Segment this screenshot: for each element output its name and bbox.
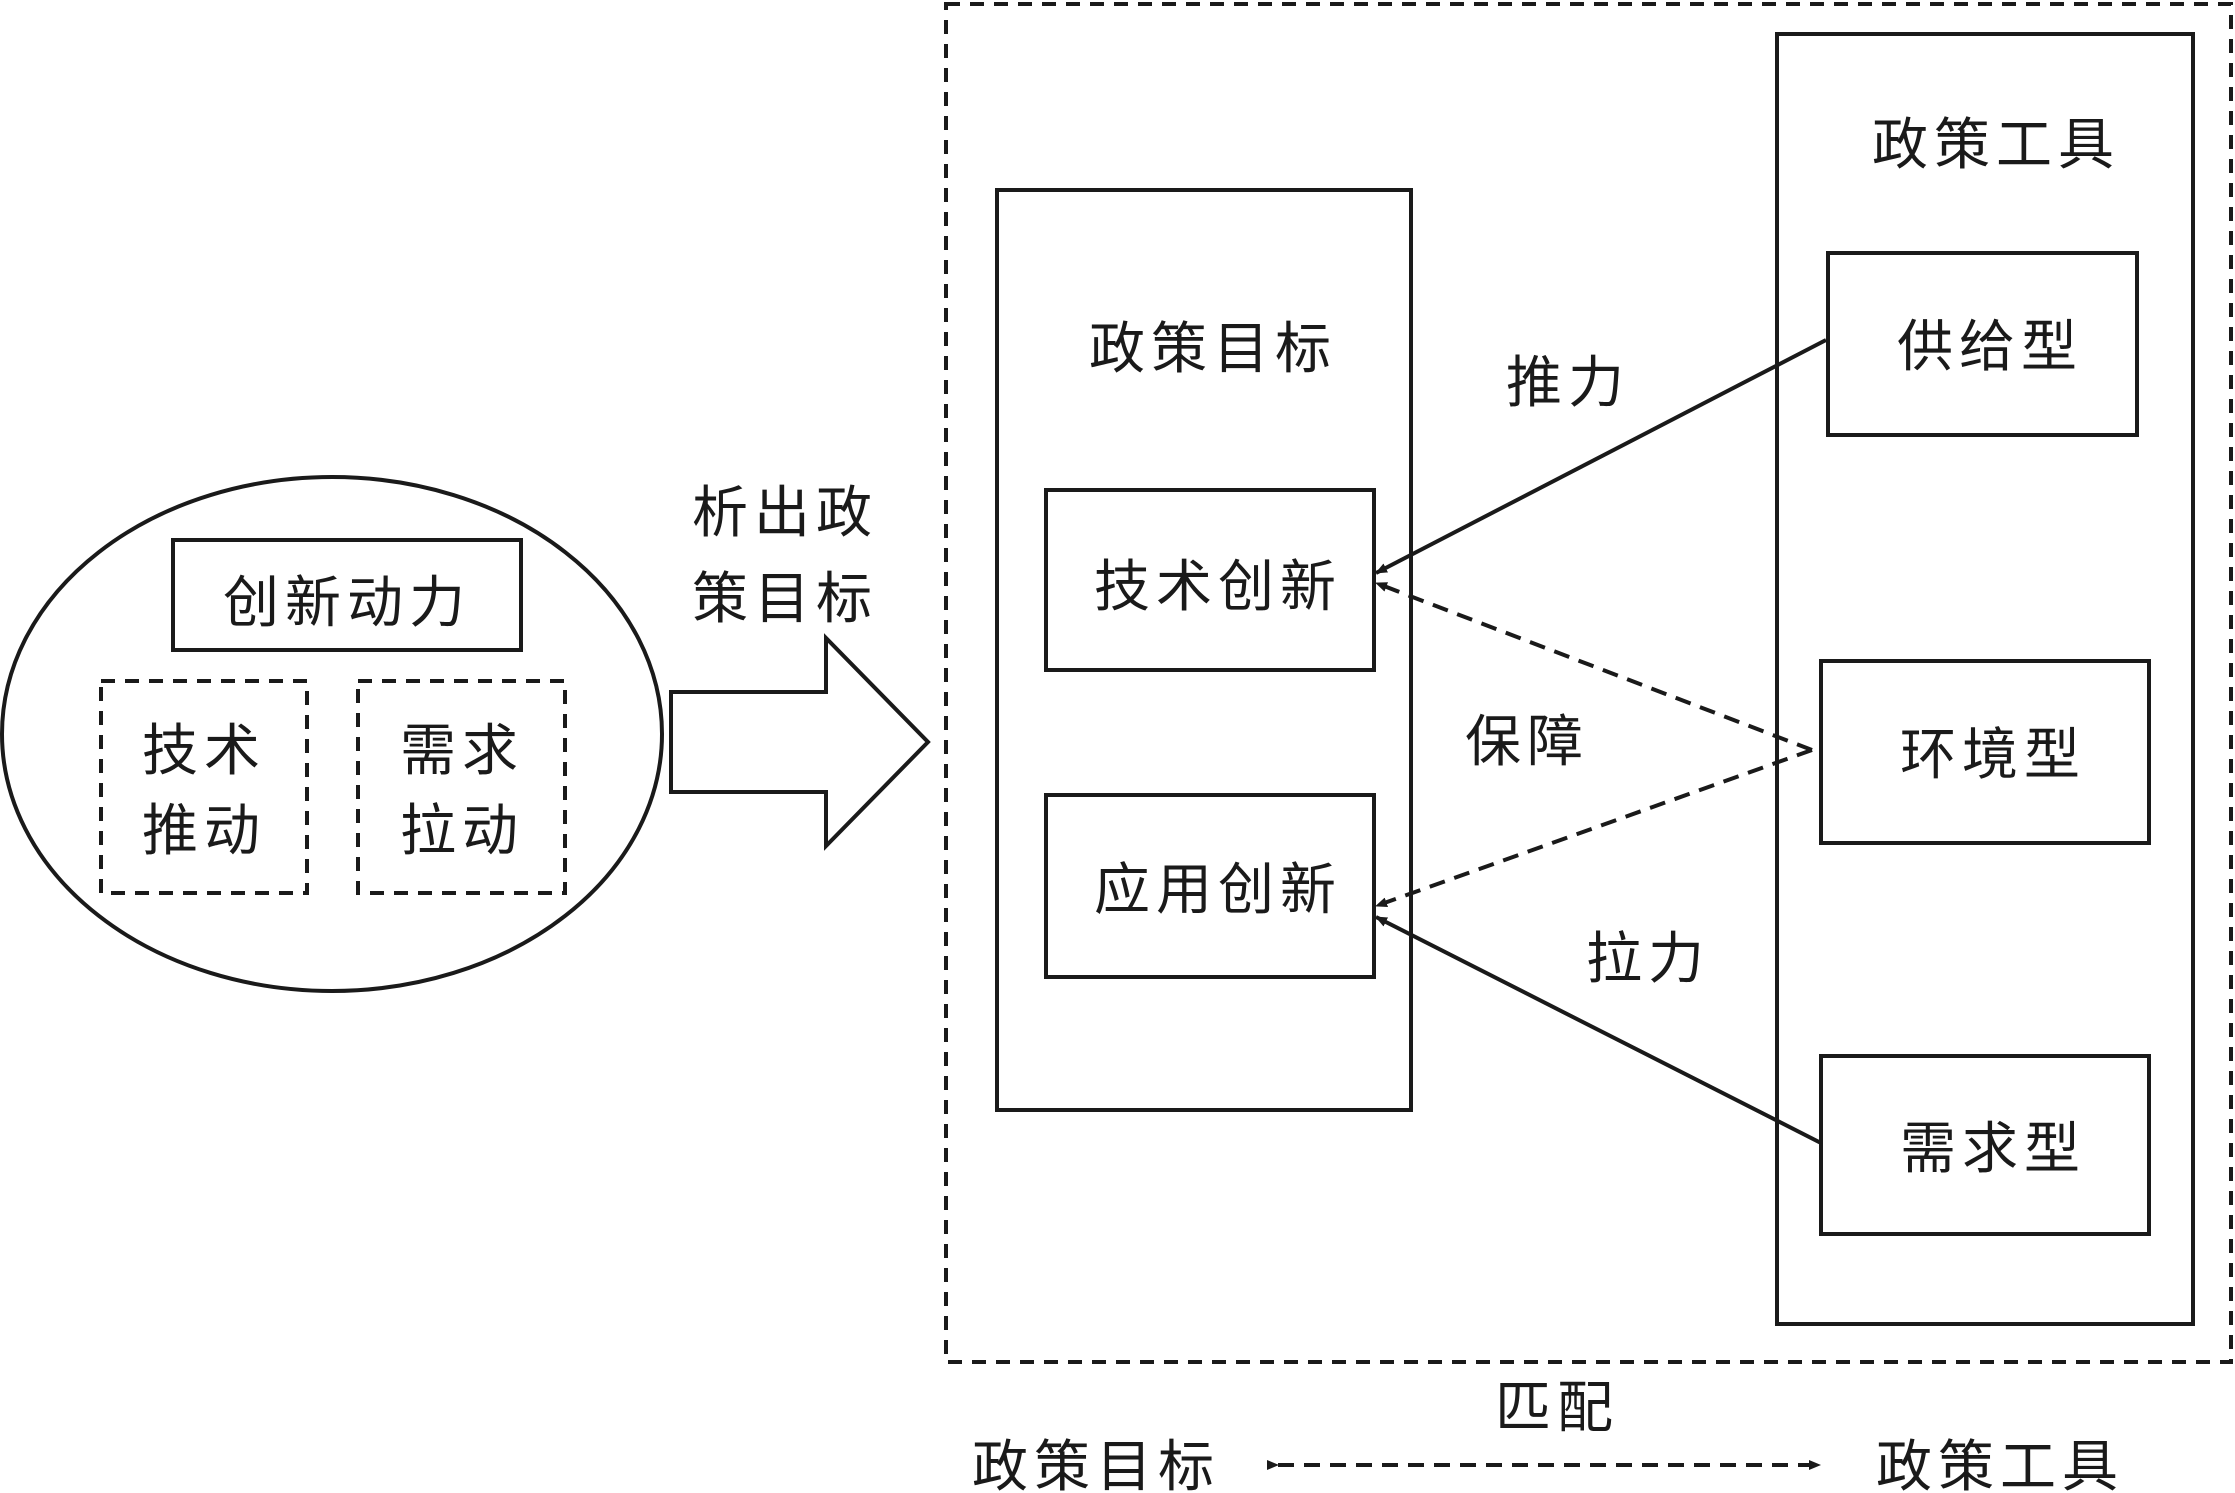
pull-label: 拉力 — [1586, 927, 1710, 992]
push-label: 推力 — [1506, 351, 1630, 416]
innovation-drivers-title: 创新动力 — [223, 571, 471, 636]
push-arrow — [1375, 338, 1827, 575]
derive-goals-arrow — [669, 633, 931, 851]
legend-policy-tools: 政策工具 — [1876, 1435, 2124, 1493]
demand-pull-box — [356, 679, 567, 895]
supply-type-box — [1826, 251, 2139, 437]
environment-type-box — [1819, 659, 2151, 845]
match-label: 匹配 — [1495, 1376, 1619, 1441]
policy-goals-title: 政策目标 — [1089, 317, 1337, 382]
pull-arrow — [1375, 915, 1822, 1145]
legend-policy-goals: 政策目标 — [972, 1435, 1220, 1493]
supply-type-label: 供给型 — [1897, 315, 2083, 380]
tech-push-box — [99, 679, 309, 895]
demand-pull-label-line1: 需求 — [400, 719, 524, 784]
app-innovation-box — [1044, 793, 1376, 979]
demand-type-box — [1819, 1054, 2151, 1236]
environment-type-label: 环境型 — [1900, 723, 2086, 788]
demand-type-label: 需求型 — [1900, 1117, 2086, 1182]
tech-push-label-line1: 技术 — [142, 719, 266, 784]
guarantee-label: 保障 — [1465, 710, 1589, 775]
derive-goals-label-line2: 策目标 — [692, 567, 878, 632]
tech-innovation-label: 技术创新 — [1094, 555, 1342, 620]
demand-pull-label-line2: 拉动 — [400, 799, 524, 864]
tech-innovation-box — [1044, 488, 1376, 672]
guarantee-arrow-to-tech — [1375, 581, 1813, 752]
derive-goals-label-line1: 析出政 — [692, 481, 878, 546]
app-innovation-label: 应用创新 — [1094, 858, 1342, 923]
policy-tools-title: 政策工具 — [1872, 113, 2120, 178]
guarantee-arrow-to-app — [1375, 748, 1813, 908]
tech-push-label-line2: 推动 — [142, 799, 266, 864]
innovation-drivers-title-box — [171, 538, 523, 652]
